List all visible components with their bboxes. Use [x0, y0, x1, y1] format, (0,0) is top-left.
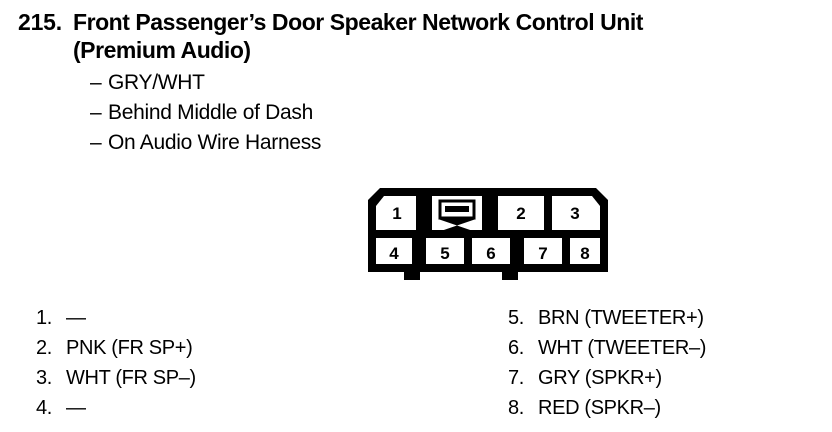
pin-legend-desc: RED (SPKR–): [538, 397, 661, 419]
connector-svg: 1 2 3 4 5 6 7 8: [368, 188, 608, 280]
pin-legend-row: 6. WHT (TWEETER–): [508, 333, 706, 363]
pin-number-5: 5: [440, 244, 449, 263]
pin-legend-desc: PNK (FR SP+): [66, 337, 193, 359]
dash-bullet-icon: –: [90, 101, 102, 124]
note-label: On Audio Wire Harness: [108, 131, 322, 154]
pin-legend-desc: —: [66, 397, 86, 419]
pin-legend-left-column: 1. — 2. PNK (FR SP+) 3. WHT (FR SP–) 4. …: [36, 303, 196, 423]
pin-legend-desc: WHT (TWEETER–): [538, 337, 707, 359]
pin-legend-desc: GRY (SPKR+): [538, 367, 662, 389]
connector-cell-8: [570, 238, 600, 264]
connector-cell-5: [426, 238, 464, 264]
page-title: 215. Front Passenger’s Door Speaker Netw…: [18, 8, 818, 64]
dash-bullet-icon: –: [90, 131, 102, 154]
pin-legend-index: 7.: [508, 367, 524, 389]
pin-number-8: 8: [580, 244, 589, 263]
pin-number-4: 4: [389, 244, 399, 263]
connector-cell-1: [376, 196, 416, 230]
pin-legend-index: 8.: [508, 397, 524, 419]
connector-cell-3: [552, 196, 600, 230]
title-row: 215. Front Passenger’s Door Speaker Netw…: [18, 8, 818, 64]
connector-cell-7: [524, 238, 562, 264]
pin-legend-row: 7. GRY (SPKR+): [508, 363, 706, 393]
pin-number-6: 6: [486, 244, 495, 263]
entry-number: 215.: [18, 9, 62, 35]
note-item: – On Audio Wire Harness: [90, 128, 321, 158]
entry-title: Front Passenger’s Door Speaker Network C…: [73, 8, 818, 64]
pin-legend-row: 2. PNK (FR SP+): [36, 333, 196, 363]
entry-title-line2: (Premium Audio): [72, 37, 251, 63]
note-item: – GRY/WHT: [90, 68, 321, 98]
pin-legend-index: 6.: [508, 337, 524, 359]
note-item: – Behind Middle of Dash: [90, 98, 321, 128]
pin-legend-desc: —: [66, 307, 86, 329]
note-label: Behind Middle of Dash: [108, 101, 313, 124]
note-label: GRY/WHT: [108, 71, 205, 94]
pin-legend-row: 4. —: [36, 393, 196, 423]
pin-number-1: 1: [392, 204, 401, 223]
connector-cell-6: [472, 238, 510, 264]
notes-list: – GRY/WHT – Behind Middle of Dash – On A…: [90, 68, 321, 158]
pin-legend-index: 5.: [508, 307, 524, 329]
pin-legend-index: 3.: [36, 367, 52, 389]
dash-bullet-icon: –: [90, 71, 102, 94]
pin-legend-row: 5. BRN (TWEETER+): [508, 303, 706, 333]
pin-number-3: 3: [570, 204, 579, 223]
pin-legend-row: 1. —: [36, 303, 196, 333]
pin-legend-index: 1.: [36, 307, 52, 329]
pin-number-2: 2: [516, 204, 525, 223]
connector-latch-icon: [438, 199, 476, 232]
pin-legend-row: 8. RED (SPKR–): [508, 393, 706, 423]
connector-diagram: 1 2 3 4 5 6 7 8: [368, 188, 608, 280]
entry-title-line1: Front Passenger’s Door Speaker Network C…: [72, 9, 644, 35]
pin-legend-desc: WHT (FR SP–): [66, 367, 196, 389]
pin-legend-index: 2.: [36, 337, 52, 359]
pin-legend-desc: BRN (TWEETER+): [538, 307, 704, 329]
pin-legend-index: 4.: [36, 397, 52, 419]
pin-legend-right-column: 5. BRN (TWEETER+) 6. WHT (TWEETER–) 7. G…: [508, 303, 706, 423]
connector-cell-4: [376, 238, 412, 264]
pin-number-7: 7: [538, 244, 547, 263]
connector-cell-2: [498, 196, 544, 230]
pin-legend-row: 3. WHT (FR SP–): [36, 363, 196, 393]
